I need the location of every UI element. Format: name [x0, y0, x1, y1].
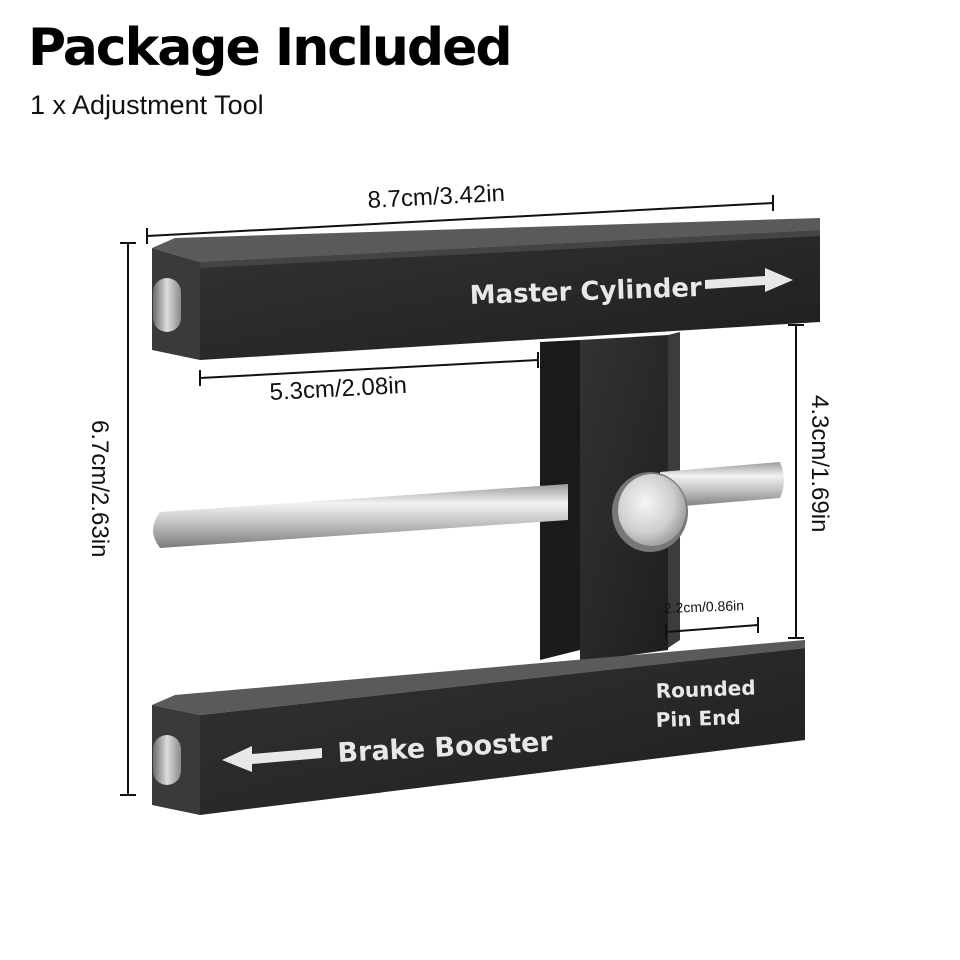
- bottom-end-cap: [153, 735, 181, 785]
- pin-end-label-line2: Pin End: [655, 705, 741, 732]
- width-dimension-line: [146, 202, 774, 237]
- package-contents: 1 x Adjustment Tool: [30, 90, 264, 120]
- adjustment-pin: [153, 462, 784, 548]
- page-title: Package Included: [28, 18, 513, 78]
- height-dimension-text: 6.7cm/2.63in: [86, 420, 113, 557]
- opening-dimension-text: 5.3cm/2.08in: [269, 372, 408, 406]
- top-bar: [152, 218, 820, 360]
- bottom-bar: [152, 640, 805, 815]
- width-dimension-text: 8.7cm/3.42in: [367, 180, 506, 214]
- pin-end-label-line1: Rounded: [655, 676, 756, 703]
- arrow-left-icon: [222, 746, 322, 772]
- arrow-right-icon: [705, 268, 793, 292]
- pin-end-dimension-line: [665, 624, 759, 633]
- opening-dimension-line: [199, 359, 539, 379]
- pin-end-dimension-text: 2.2cm/0.86in: [664, 597, 745, 616]
- top-end-cap: [153, 278, 181, 332]
- gap-dimension-text: 4.3cm/1.69in: [806, 395, 833, 532]
- thumb-screw-knob: [612, 472, 688, 552]
